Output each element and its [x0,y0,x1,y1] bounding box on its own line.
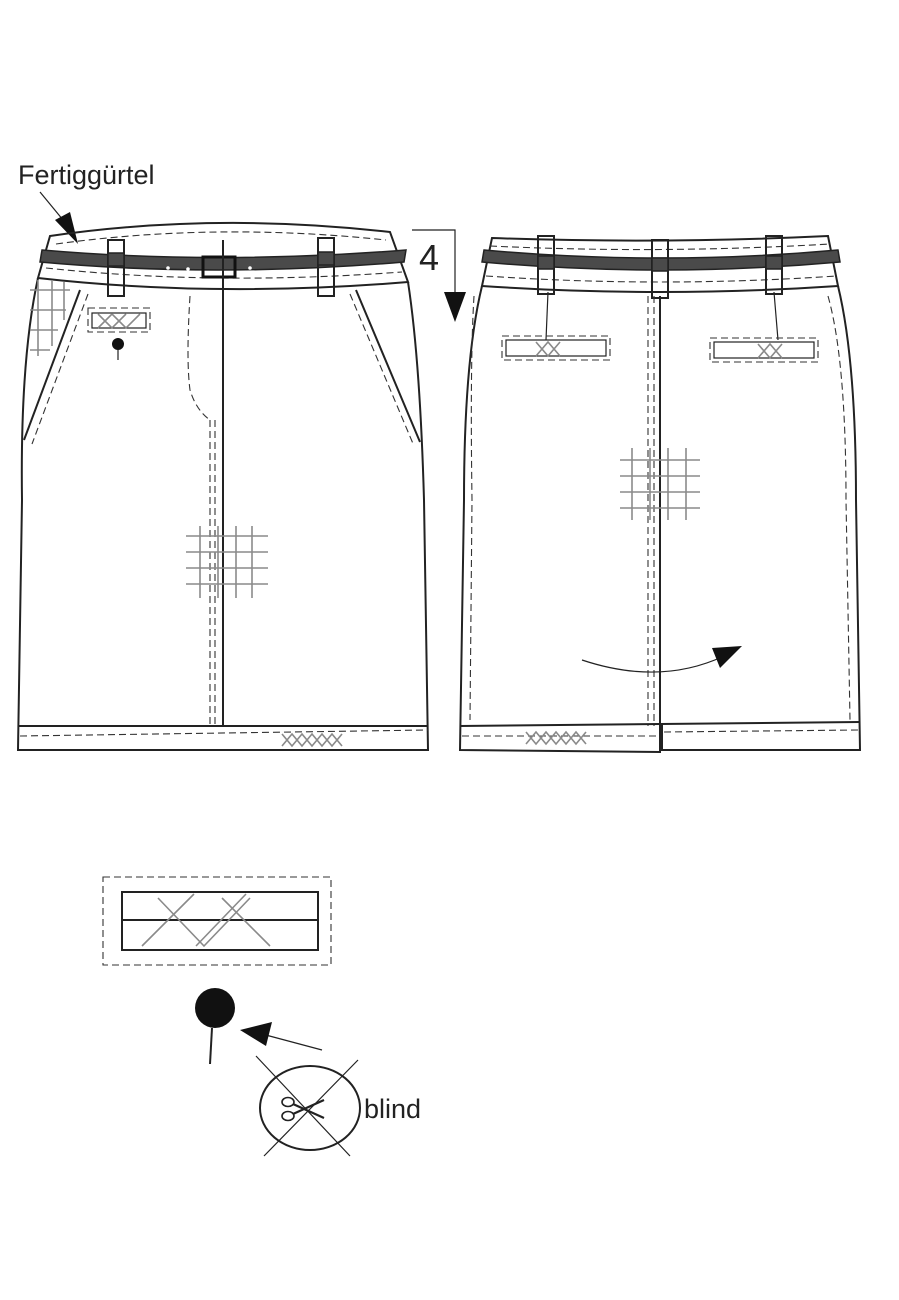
belt-label: Fertiggürtel [18,160,155,190]
skirt-front-view [16,221,430,751]
skirt-back-view [458,234,862,754]
buttonhole-icon [102,876,332,966]
button-icon [195,988,235,1028]
blind-label: blind [364,1094,421,1124]
length-marker: 4 [419,237,439,278]
scissors-icon [281,1096,325,1122]
do-not-cut-symbol: blind [255,1055,421,1157]
fold-arrow-icon [581,655,725,673]
button-detail [195,988,323,1065]
front-waistband [36,221,410,291]
belt-loop [317,237,335,297]
belt-loop [107,239,125,297]
belt-pointer-arrow-icon [39,191,78,244]
stitch-grid [30,280,70,356]
buttonhole-detail [102,876,332,966]
length-arrow-icon [412,229,466,322]
stitch-grid [620,448,700,520]
stitch-grid [186,526,268,598]
belt-buckle [201,255,237,279]
